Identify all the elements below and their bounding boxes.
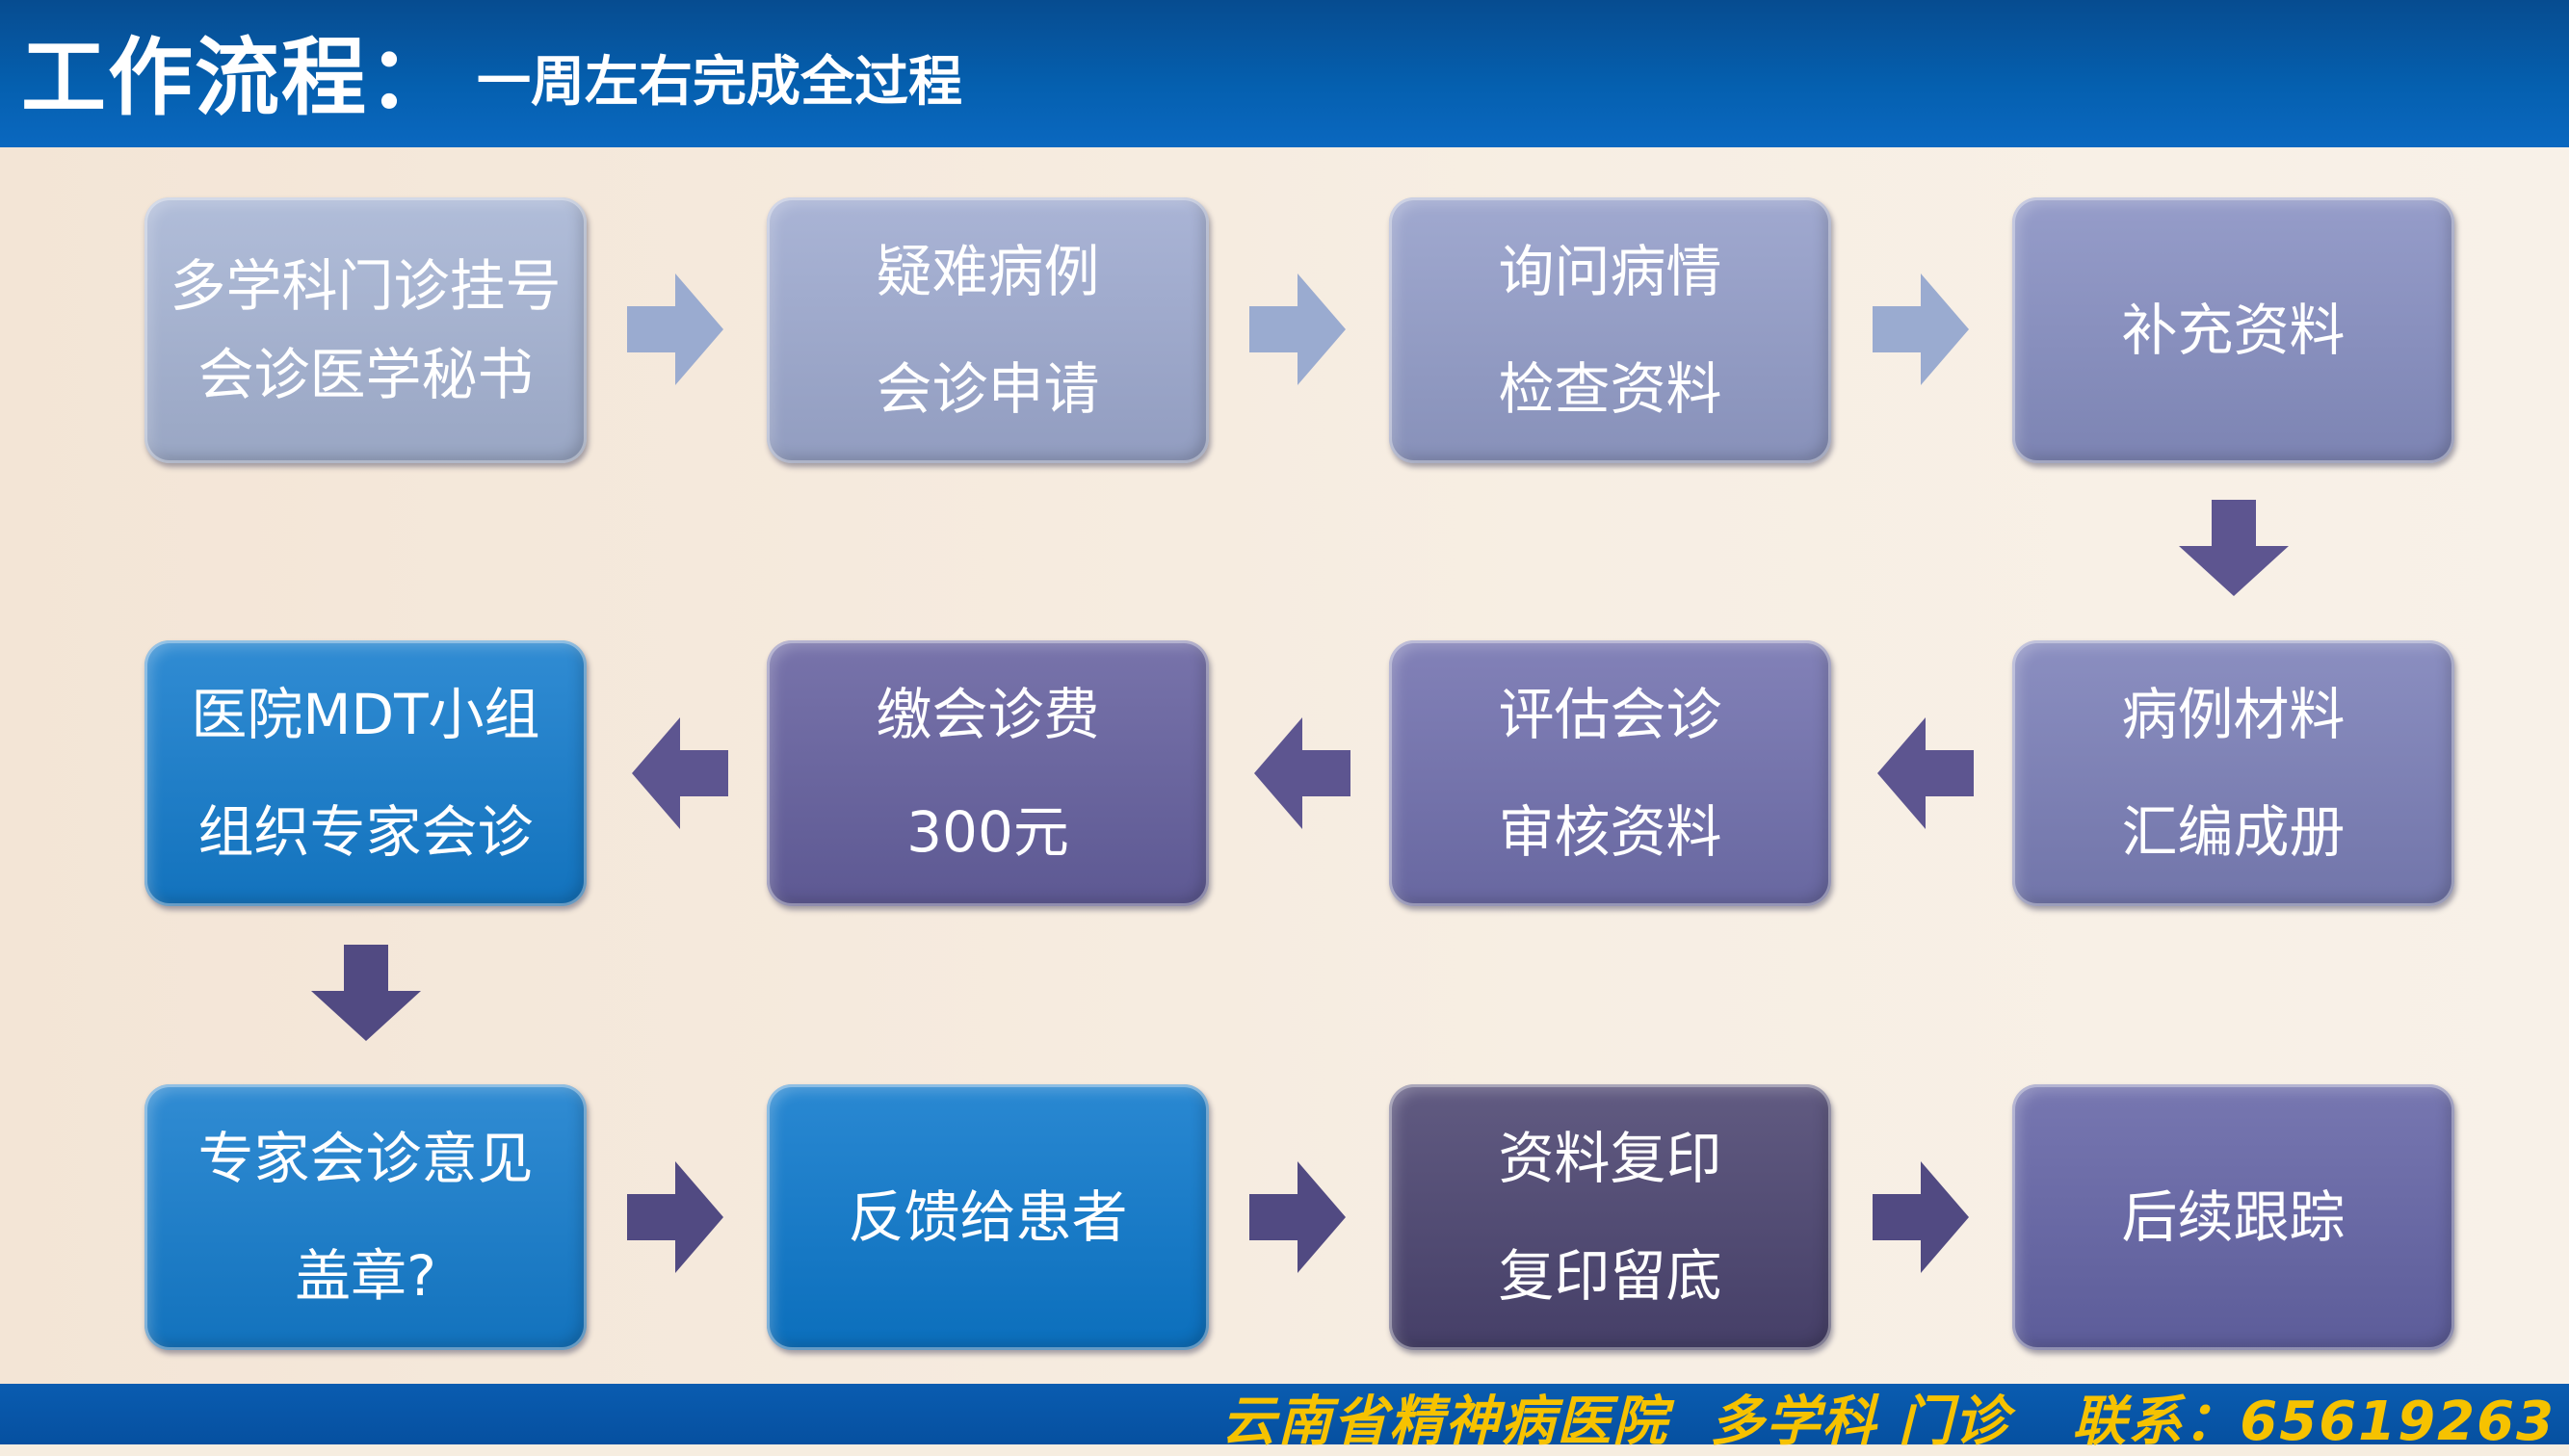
page-subtitle: 一周左右完成全过程: [477, 51, 962, 114]
step-text: 缴会诊费: [876, 682, 1100, 747]
step-text: 检查资料: [1498, 356, 1722, 422]
arrow-down-icon: [2179, 500, 2289, 596]
step-text: 组织专家会诊: [197, 799, 534, 865]
step-text: 盖章?: [295, 1243, 436, 1309]
arrow-down-icon: [311, 945, 421, 1041]
step-text: 询问病情: [1498, 239, 1722, 304]
step-box-1: 多学科门诊挂号会诊医学秘书: [144, 197, 587, 463]
step-box-9: 专家会诊意见盖章?: [144, 1084, 587, 1350]
workflow-diagram: 多学科门诊挂号会诊医学秘书疑难病例会诊申请询问病情检查资料补充资料病例材料汇编成…: [0, 147, 2569, 1384]
step-text: 汇编成册: [2121, 799, 2346, 865]
step-text: 反馈给患者: [848, 1184, 1128, 1250]
arrow-left-icon: [632, 717, 728, 829]
arrow-right-icon: [1249, 273, 1346, 385]
step-box-4: 补充资料: [2012, 197, 2454, 463]
step-text: 多学科门诊挂号: [170, 253, 562, 319]
footer-contact: 云南省精神病医院 多学科 门诊 联系：65619263: [1221, 1391, 2556, 1453]
step-text: 300元: [906, 799, 1069, 865]
step-box-10: 反馈给患者: [767, 1084, 1209, 1350]
step-text: 审核资料: [1498, 799, 1722, 865]
arrow-left-icon: [1877, 717, 1974, 829]
arrow-right-icon: [1873, 273, 1969, 385]
step-text: 补充资料: [2121, 298, 2346, 363]
step-box-2: 疑难病例会诊申请: [767, 197, 1209, 463]
step-text: 后续跟踪: [2121, 1184, 2346, 1250]
arrow-right-icon: [1249, 1161, 1346, 1273]
step-box-3: 询问病情检查资料: [1389, 197, 1831, 463]
step-text: 复印留底: [1498, 1243, 1722, 1309]
step-text: 会诊医学秘书: [197, 342, 534, 407]
step-text: 医院MDT小组: [191, 682, 540, 747]
step-text: 评估会诊: [1498, 682, 1722, 747]
arrow-right-icon: [627, 1161, 723, 1273]
step-box-5: 病例材料汇编成册: [2012, 640, 2454, 906]
step-box-7: 缴会诊费 300元: [767, 640, 1209, 906]
step-box-12: 后续跟踪: [2012, 1084, 2454, 1350]
arrow-right-icon: [1873, 1161, 1969, 1273]
step-text: 专家会诊意见: [197, 1126, 534, 1191]
arrow-right-icon: [627, 273, 723, 385]
step-text: 资料复印: [1498, 1126, 1722, 1191]
arrow-left-icon: [1254, 717, 1350, 829]
step-text: 病例材料: [2121, 682, 2346, 747]
step-text: 会诊申请: [876, 356, 1100, 422]
page-title: 工作流程：: [21, 28, 456, 127]
header-bar: 工作流程： 一周左右完成全过程: [0, 0, 2569, 147]
footer-bar: 云南省精神病医院 多学科 门诊 联系：65619263: [0, 1384, 2569, 1453]
step-box-6: 评估会诊审核资料: [1389, 640, 1831, 906]
step-box-11: 资料复印复印留底: [1389, 1084, 1831, 1350]
step-text: 疑难病例: [876, 239, 1100, 304]
step-box-8: 医院MDT小组组织专家会诊: [144, 640, 587, 906]
